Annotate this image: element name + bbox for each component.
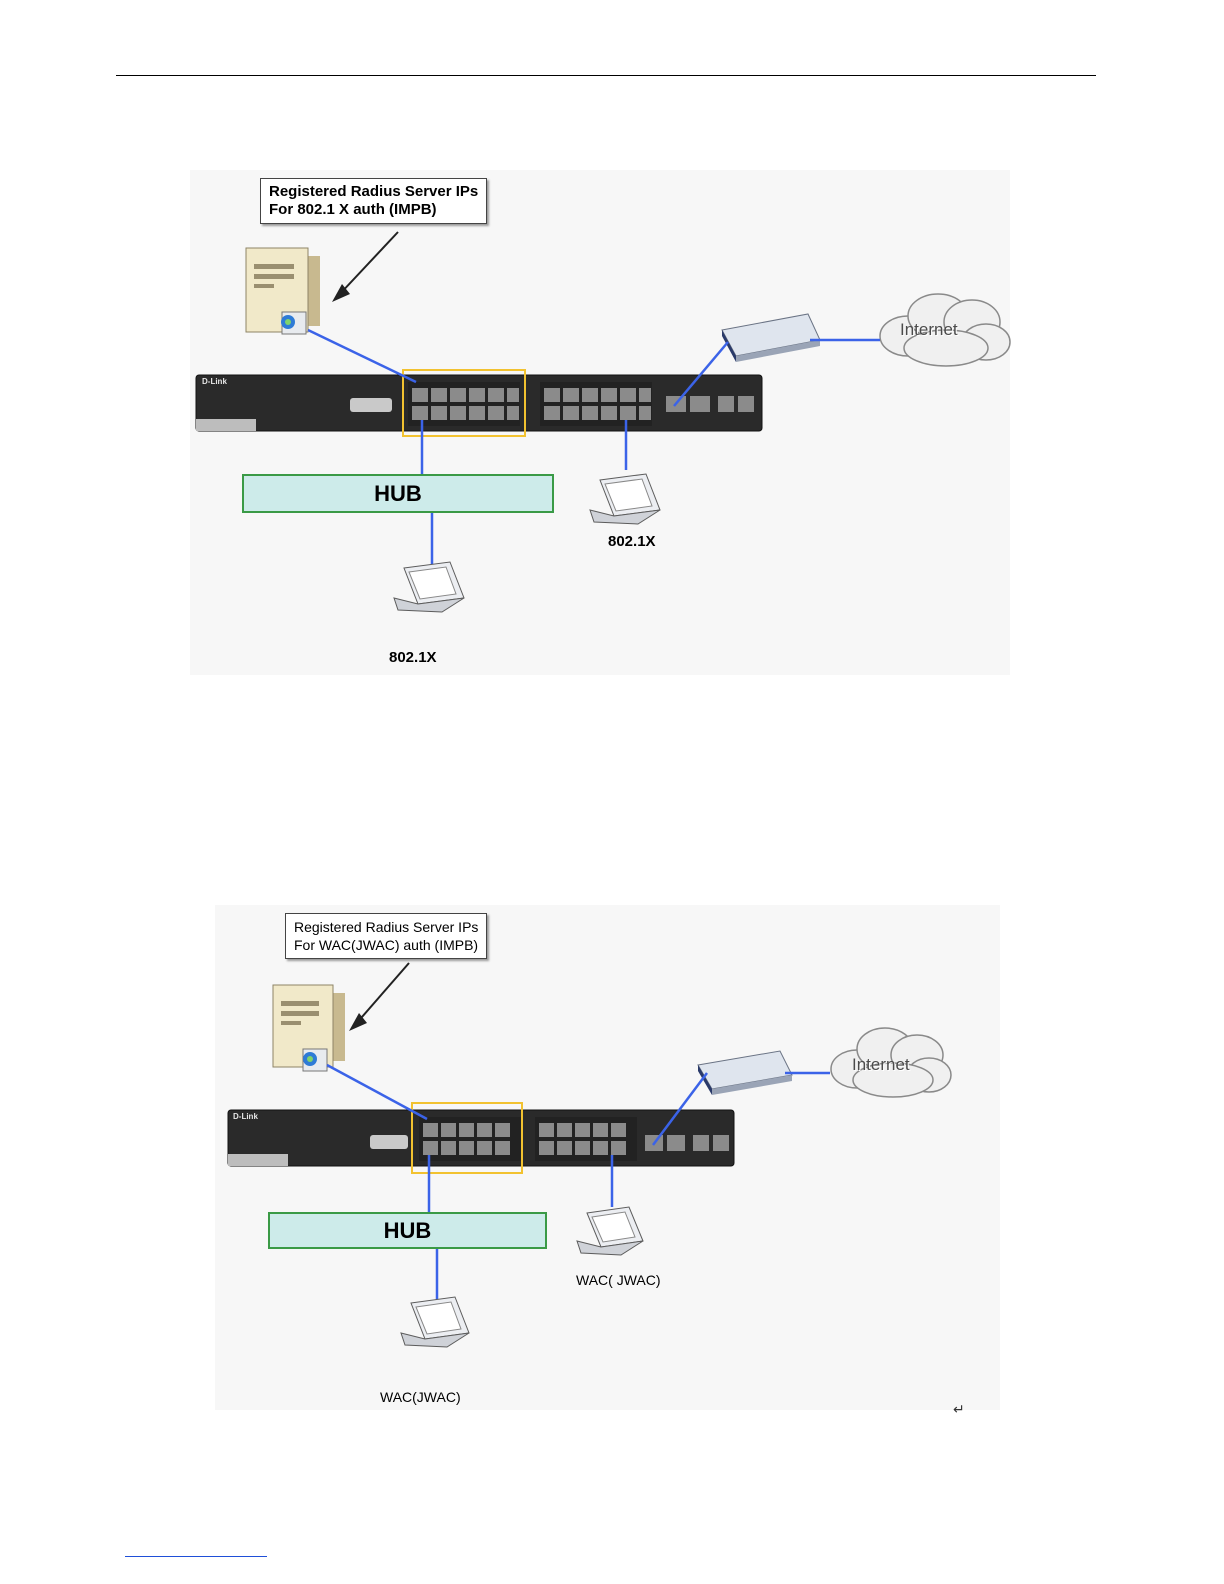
diagram-8021x: Registered Radius Server IPs For 802.1 X…	[190, 170, 1010, 675]
network-links	[327, 1065, 830, 1303]
laptop-icon-bottom	[394, 562, 464, 612]
footer-link-underline	[125, 1556, 267, 1557]
laptop-icon-bottom	[401, 1297, 469, 1347]
paragraph-return-mark: ↵	[953, 1401, 965, 1418]
callout-line-1: Registered Radius Server IPs	[269, 183, 478, 201]
hub-box: HUB	[268, 1212, 547, 1249]
switch-brand: D-Link	[202, 377, 227, 386]
diagram-wac: Registered Radius Server IPs For WAC(JWA…	[215, 905, 1000, 1410]
header-rule	[116, 75, 1096, 76]
internet-label: Internet	[852, 1055, 910, 1075]
callout-line-2: For WAC(JWAC) auth (IMPB)	[294, 936, 478, 954]
callout-radius-wac: Registered Radius Server IPs For WAC(JWA…	[285, 913, 487, 959]
router-icon	[722, 314, 820, 362]
laptop-bottom-label: 802.1X	[389, 649, 437, 667]
laptop-bottom-label: WAC(JWAC)	[380, 1388, 461, 1406]
network-links	[308, 330, 880, 564]
laptop-icon-right	[590, 474, 660, 524]
radius-server-icon	[246, 248, 320, 334]
radius-server-icon	[273, 985, 345, 1071]
laptop-right-label: WAC( JWAC)	[576, 1271, 661, 1289]
laptop-right-label: 802.1X	[608, 533, 656, 551]
internet-label: Internet	[900, 320, 958, 340]
switch-brand: D-Link	[233, 1112, 258, 1121]
hub-box: HUB	[242, 474, 554, 513]
diagram-8021x-drawing	[190, 170, 1010, 675]
diagram-wac-drawing	[215, 905, 1000, 1410]
hub-label: HUB	[374, 481, 422, 507]
callout-radius-8021x: Registered Radius Server IPs For 802.1 X…	[260, 178, 487, 224]
callout-line-1: Registered Radius Server IPs	[294, 918, 478, 936]
router-icon	[698, 1051, 792, 1095]
laptop-icon-right	[577, 1207, 643, 1255]
hub-label: HUB	[384, 1218, 432, 1244]
callout-line-2: For 802.1 X auth (IMPB)	[269, 201, 478, 219]
